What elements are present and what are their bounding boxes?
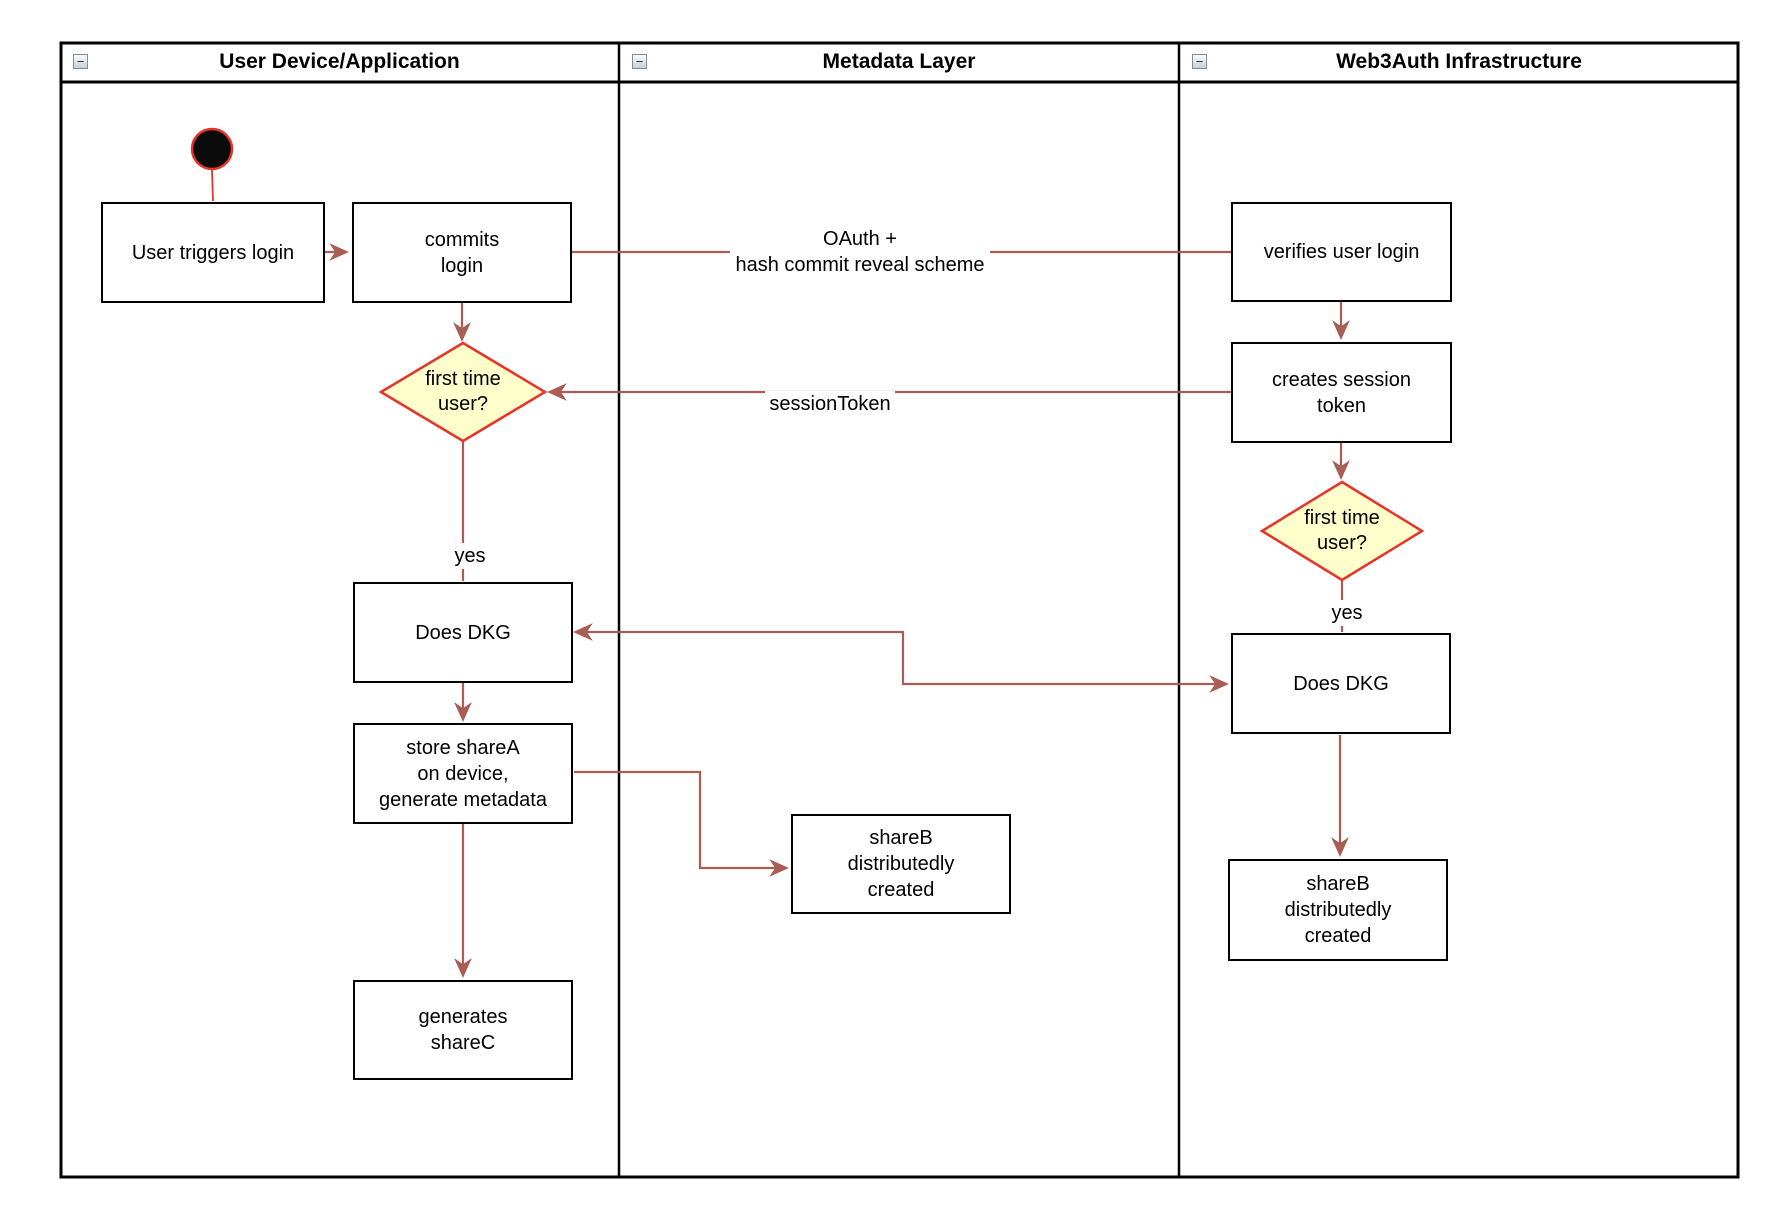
edge-label-sessiontoken: sessionToken xyxy=(765,391,895,417)
node-shareb-metadata: shareB distributedly created xyxy=(791,814,1011,914)
lane-title-metadata-layer: Metadata Layer xyxy=(822,50,976,73)
decision-first-time-user-device xyxy=(378,341,548,443)
lane-title-user-device: User Device/Application xyxy=(219,50,460,73)
decision-label-first-time-user-device: first time user? xyxy=(425,368,501,415)
node-generates-sharec: generates shareC xyxy=(353,980,573,1080)
node-shareb-infra: shareB distributedly created xyxy=(1228,859,1448,961)
lane-title-web3auth-infra: Web3Auth Infrastructure xyxy=(1336,50,1582,73)
node-verifies-user-login: verifies user login xyxy=(1231,202,1452,302)
start-node xyxy=(190,127,234,202)
decision-first-time-user-infra xyxy=(1259,480,1425,582)
collapse-lane-icon[interactable]: − xyxy=(1192,54,1207,69)
node-creates-session-token: creates session token xyxy=(1231,342,1452,443)
node-does-dkg-device: Does DKG xyxy=(353,582,573,683)
collapse-lane-icon[interactable]: − xyxy=(632,54,647,69)
node-user-triggers-login: User triggers login xyxy=(101,202,325,303)
edge-label-yes-device: yes xyxy=(448,543,492,569)
edge-label-oauth: OAuth + hash commit reveal scheme xyxy=(730,224,990,280)
edge-store-to-shareb-metadata xyxy=(574,770,789,877)
node-does-dkg-infra: Does DKG xyxy=(1231,633,1451,734)
decision-label-first-time-user-infra: first time user? xyxy=(1304,507,1380,554)
edge-label-yes-infra: yes xyxy=(1325,600,1369,626)
node-commits-login: commits login xyxy=(352,202,572,303)
edge-dkg-cross-lane xyxy=(573,623,1229,693)
node-store-sharea: store shareA on device, generate metadat… xyxy=(353,723,573,824)
collapse-lane-icon[interactable]: − xyxy=(73,54,88,69)
swimlane-frame xyxy=(59,41,1740,1179)
